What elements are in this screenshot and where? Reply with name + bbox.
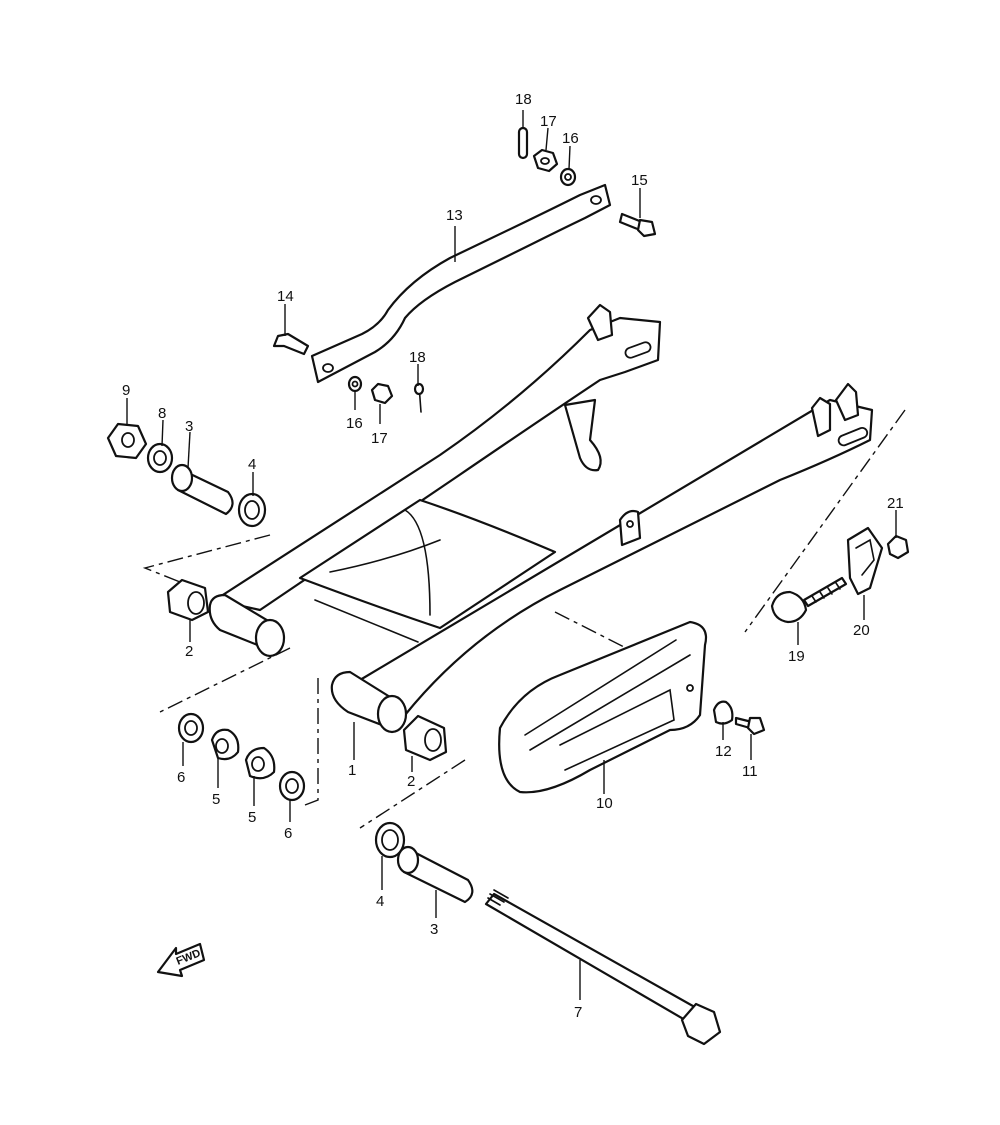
part-20-end-plate: [846, 526, 884, 596]
assembly-lines: [142, 409, 906, 829]
part-15-bolt: [618, 212, 657, 238]
part-11-bolt: [734, 716, 766, 736]
part-13-brace: [310, 183, 612, 384]
callout-12: 12: [715, 743, 732, 760]
part-9-nut: [106, 422, 148, 460]
callout-7: 7: [574, 1004, 582, 1021]
leader-lines: [126, 110, 897, 1000]
callout-14: 14: [277, 288, 294, 305]
part-8-washer: [146, 442, 174, 474]
part-5-collar-left: [210, 728, 240, 761]
part-14-bolt: [272, 332, 310, 356]
callout-5: 5: [248, 809, 256, 826]
fwd-arrow-icon: FWD: [156, 942, 206, 978]
part-2-bushing-right: [402, 714, 448, 762]
callout-18: 18: [409, 349, 426, 366]
callout-21: 21: [887, 495, 904, 512]
callout-8: 8: [158, 405, 166, 422]
callout-17: 17: [540, 113, 557, 130]
callout-3: 3: [430, 921, 438, 938]
part-17-nut-lower: [370, 382, 394, 405]
part-6-washer-right: [278, 770, 306, 802]
part-17-nut-upper: [532, 148, 559, 173]
part-16-washer-lower: [347, 375, 363, 393]
callout-16: 16: [562, 130, 579, 147]
part-2-bushing-left: [166, 578, 210, 622]
callout-3: 3: [185, 418, 193, 435]
callout-6: 6: [284, 825, 292, 842]
callout-2: 2: [407, 773, 415, 790]
callout-11: 11: [742, 763, 758, 780]
part-5-collar-right: [244, 746, 276, 780]
callout-6: 6: [177, 769, 185, 786]
callout-labels: 18 17 16 15 13 14 18 16 17 9 8 3 4 21 20…: [122, 91, 904, 1021]
callout-18: 18: [515, 91, 532, 108]
part-4-washer-upper: [237, 492, 267, 528]
part-12-collar: [712, 700, 734, 725]
part-16-washer-upper: [559, 167, 577, 187]
callout-1: 1: [348, 762, 356, 779]
part-10-chain-guard: [498, 620, 708, 794]
part-18-cotter-pin-upper: [517, 126, 529, 160]
callout-15: 15: [631, 172, 648, 189]
callout-9: 9: [122, 382, 130, 399]
part-7-axle: [484, 889, 722, 1046]
callout-16: 16: [346, 415, 363, 432]
part-4-washer-lower: [374, 821, 406, 859]
callout-13: 13: [446, 207, 463, 224]
part-19-chain-adjuster: [770, 576, 848, 624]
callout-19: 19: [788, 648, 805, 665]
part-3-sleeve-upper: [170, 463, 234, 516]
part-18-cotter-pin-lower: [413, 382, 425, 413]
callout-4: 4: [376, 893, 384, 910]
part-1-swingarm: [208, 303, 874, 734]
callout-4: 4: [248, 456, 256, 473]
part-21-nut: [886, 534, 910, 560]
part-3-sleeve-lower: [396, 845, 474, 904]
callout-5: 5: [212, 791, 220, 808]
callout-10: 10: [596, 795, 613, 812]
callout-17: 17: [371, 430, 388, 447]
part-6-washer-left: [177, 712, 205, 744]
callout-20: 20: [853, 622, 870, 639]
callout-2: 2: [185, 643, 193, 660]
